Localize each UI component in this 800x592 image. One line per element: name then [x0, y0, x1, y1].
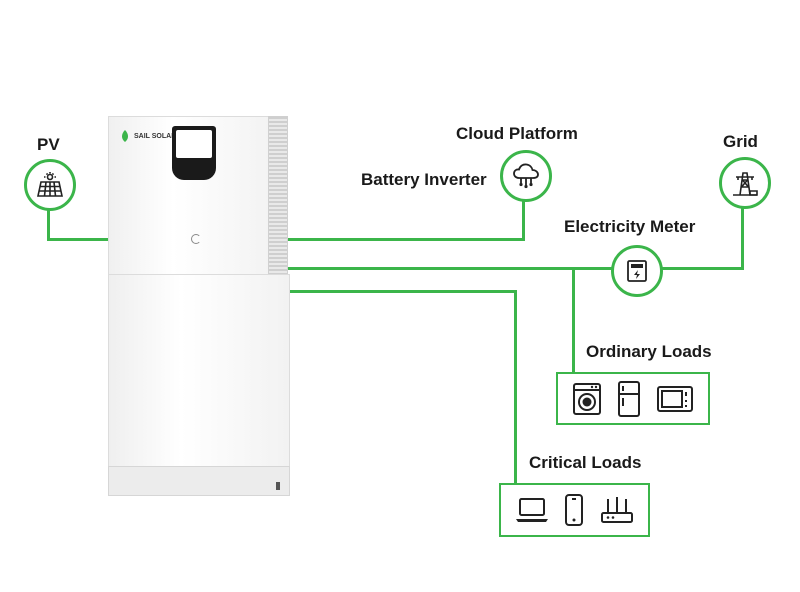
grid-label: Grid [723, 132, 758, 151]
electricity-meter-node [611, 245, 663, 297]
refrigerator-icon [617, 380, 640, 417]
ordinary-loads-label: Ordinary Loads [586, 342, 712, 361]
cloud-platform-label: Cloud Platform [456, 124, 578, 143]
grid-node [719, 157, 771, 209]
cloud-node [500, 150, 552, 202]
critical-loads-box [499, 483, 650, 537]
inverter-to-meter-wire [287, 267, 614, 270]
microwave-icon [657, 385, 694, 412]
router-icon [601, 497, 634, 523]
cabinet-side-vent [268, 116, 288, 276]
meter-to-grid-wire [660, 267, 744, 270]
leaf-icon [122, 130, 128, 142]
cloud-wire-vertical [522, 197, 525, 240]
critical-wire-vertical [514, 290, 517, 485]
brand-logo: SAIL SOLAR [120, 130, 176, 142]
washing-machine-icon [572, 382, 601, 415]
electricity-meter-icon [627, 260, 647, 282]
power-tower-icon [733, 172, 758, 196]
ordinary-loads-box [556, 372, 710, 425]
display-screen [172, 126, 216, 180]
brand-text: SAIL SOLAR [134, 132, 177, 140]
grid-wire-vertical [741, 204, 744, 270]
battery-inverter-label: Battery Inverter [361, 170, 487, 189]
ordinary-loads-wire [572, 267, 575, 373]
battery-inverter-unit: SAIL SOLAR [108, 116, 290, 496]
electricity-meter-label: Electricity Meter [564, 217, 696, 236]
pv-wire-vertical [47, 206, 50, 240]
critical-wire-horizontal [287, 290, 517, 293]
solar-panel-icon [37, 172, 63, 197]
power-indicator-icon [191, 234, 201, 244]
base-port [276, 482, 280, 490]
pv-wire-horizontal [47, 238, 109, 241]
pv-node [24, 159, 76, 211]
laptop-icon [515, 498, 548, 522]
cloud-wire-horizontal [287, 238, 525, 241]
cloud-icon [513, 163, 539, 189]
critical-loads-label: Critical Loads [529, 453, 642, 472]
cabinet-lower-body [108, 274, 290, 468]
cabinet-base [108, 466, 290, 496]
pv-label: PV [37, 135, 60, 154]
smartphone-icon [565, 494, 584, 526]
